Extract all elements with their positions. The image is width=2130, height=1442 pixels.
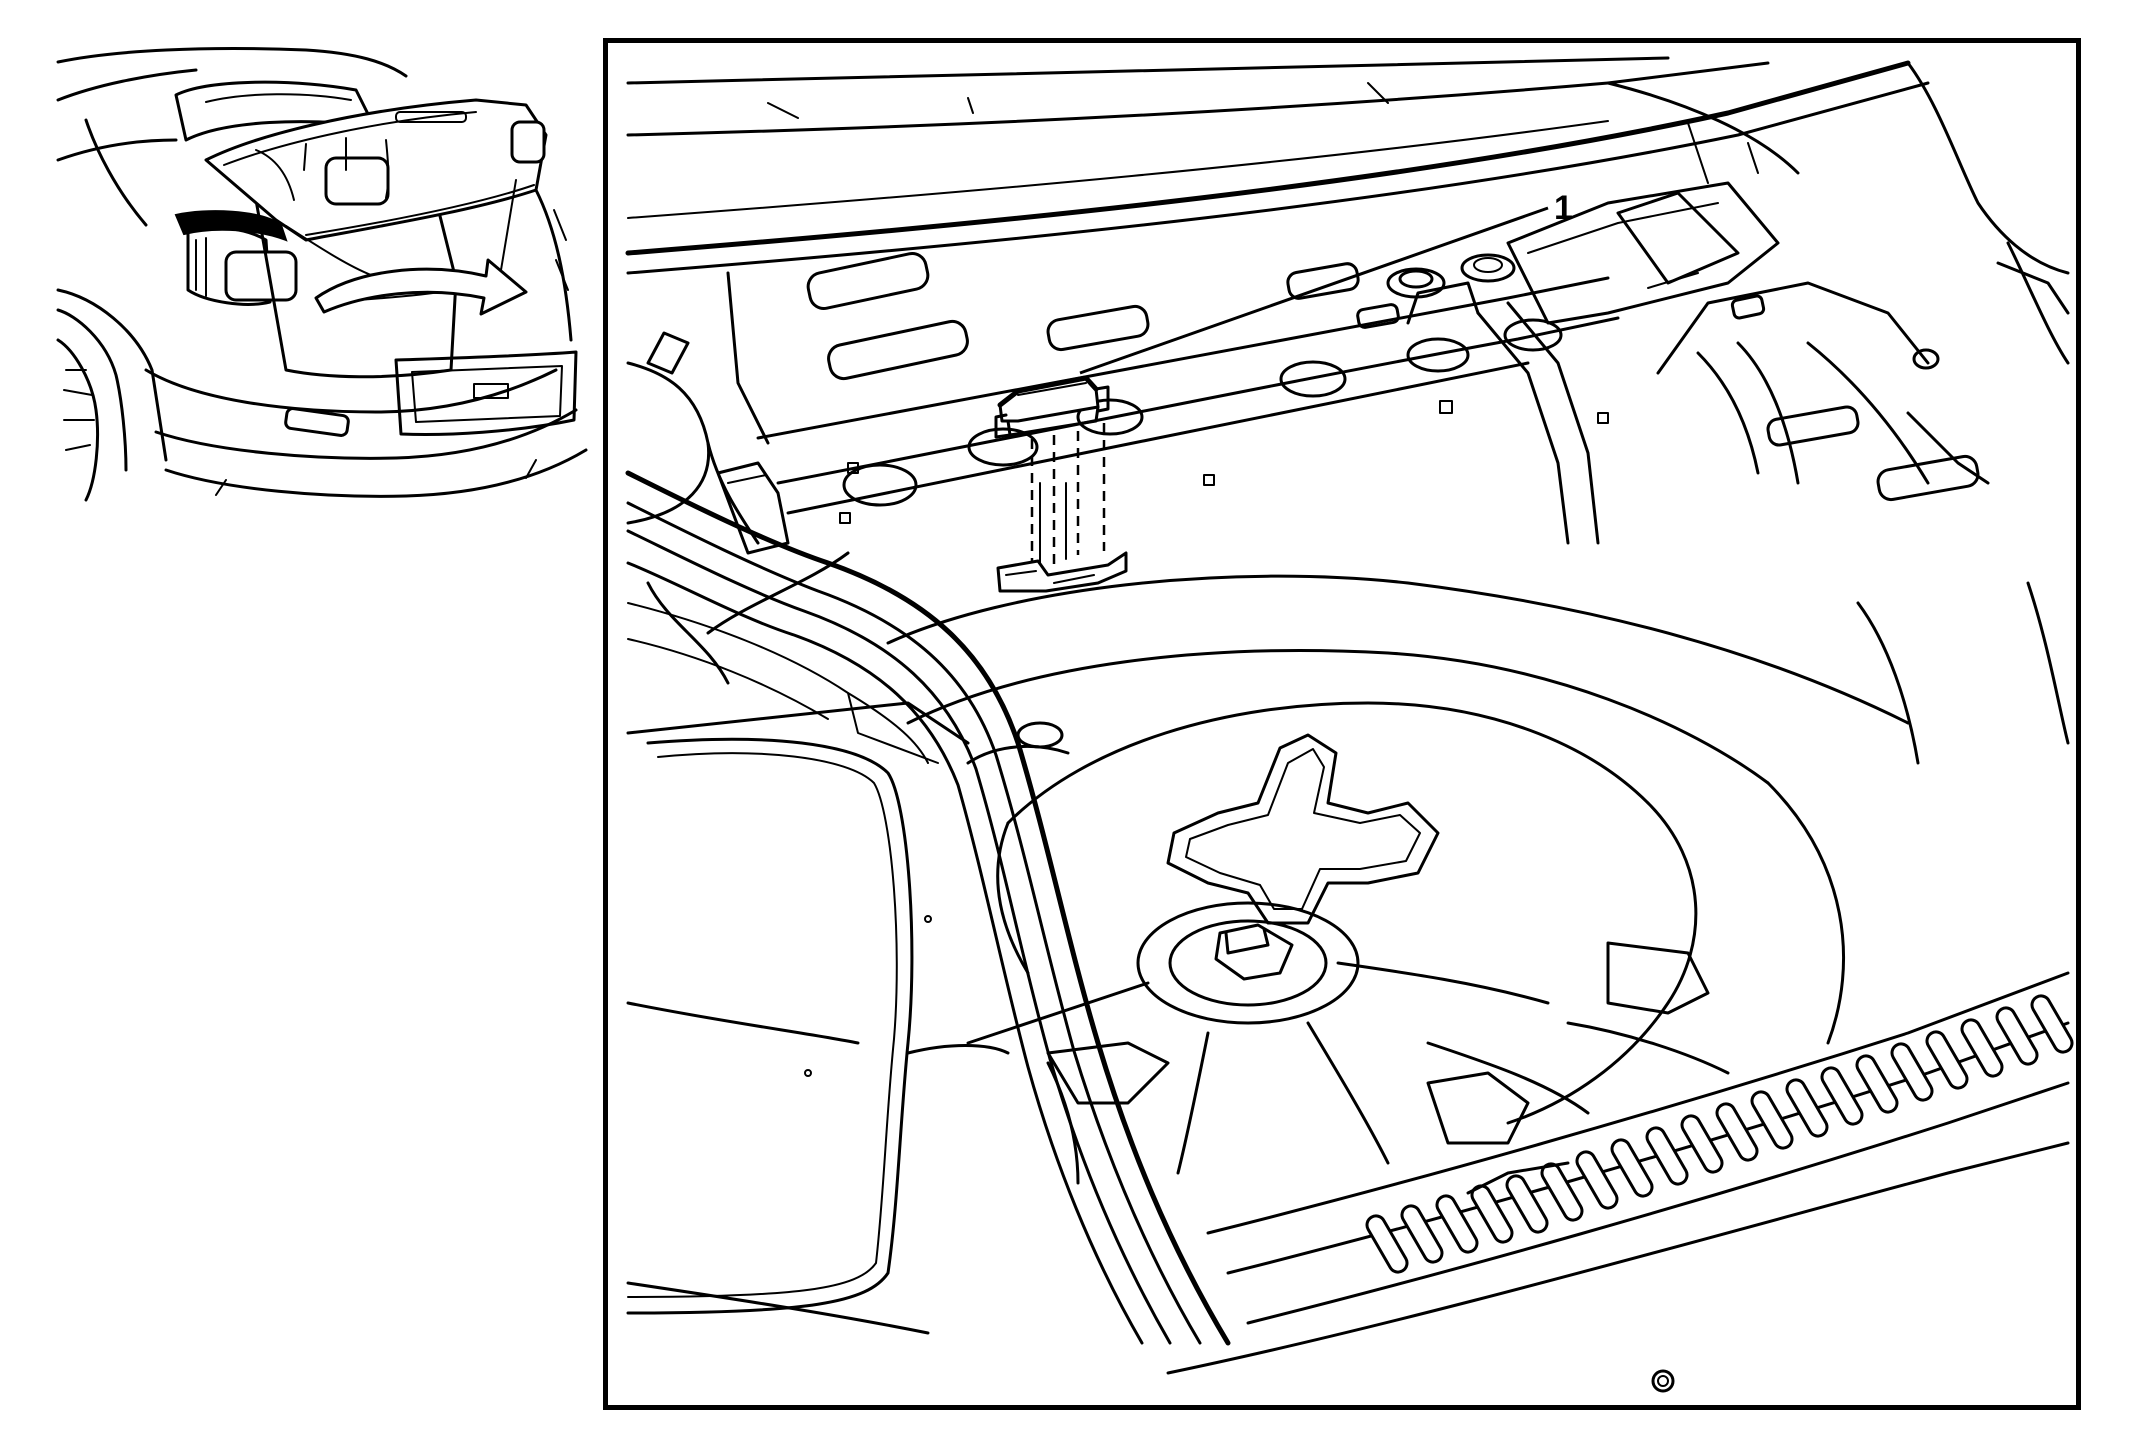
spare-wheel-well (886, 574, 1910, 1185)
vehicle-locator-view (56, 47, 588, 502)
rear-bulkhead-panel (716, 181, 1780, 555)
detail-view-frame: 1 (603, 38, 2081, 1410)
callout-1-leader-line (1079, 206, 1549, 375)
right-floor-panels (1356, 241, 2070, 765)
trunk-opening-weatherstrip (625, 470, 1231, 1346)
callout-1: 1 (1079, 189, 1573, 375)
rear-sill-plate (1166, 971, 2074, 1393)
callout-1-number: 1 (1554, 189, 1573, 227)
left-quarter-trim (626, 701, 1010, 1335)
rear-package-shelf (625, 56, 2070, 275)
vehicle-body-outline (56, 47, 588, 502)
component-1 (994, 375, 1128, 593)
view-direction-arrow (314, 258, 528, 316)
trunk-compartment-illustration: 1 (625, 56, 2074, 1393)
sill-vent-slots (1365, 994, 2074, 1274)
